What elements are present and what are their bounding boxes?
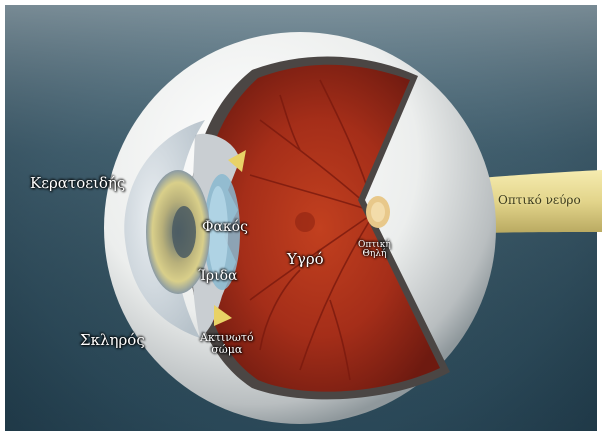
label-sclera: Σκληρός	[80, 333, 145, 349]
macula	[295, 212, 315, 232]
label-cornea: Κερατοειδής	[30, 176, 125, 192]
label-lens: Φακός	[202, 220, 248, 235]
label-optic-disc-line2: Θηλή	[358, 250, 391, 259]
label-optic-disc: Οπτική Θηλή	[358, 241, 391, 260]
label-ciliary-body: Ακτινωτό σώμα	[200, 332, 254, 355]
label-optic-nerve: Οπτικό νεύρο	[498, 194, 581, 207]
label-vitreous: Υγρό	[287, 252, 324, 268]
label-ciliary-body-line1: Ακτινωτό	[200, 332, 254, 344]
pupil	[172, 206, 196, 258]
label-iris: Ίριδα	[198, 269, 237, 284]
label-ciliary-body-line2: σώμα	[200, 344, 254, 356]
